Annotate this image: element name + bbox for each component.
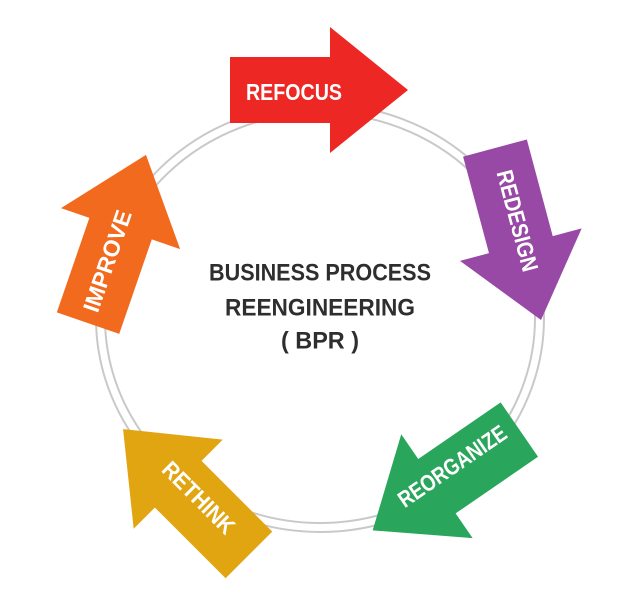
rethink-arrow-icon — [123, 429, 273, 579]
step-arrow-refocus: REFOCUS — [230, 27, 408, 153]
step-arrow-redesign: REDESIGN — [459, 139, 582, 320]
title-line-1: BUSINESS PROCESS — [209, 260, 431, 287]
refocus-arrow-icon — [230, 27, 408, 153]
title-line-2: REENGINEERING — [225, 295, 415, 322]
step-arrow-improve: IMPROVE — [56, 154, 181, 334]
diagram-title: BUSINESS PROCESS REENGINEERING ( BPR ) — [209, 260, 431, 355]
refocus-label: REFOCUS — [246, 79, 342, 105]
improve-arrow-icon — [56, 154, 181, 334]
step-arrow-rethink: RETHINK — [123, 429, 273, 579]
redesign-arrow-icon — [459, 139, 582, 320]
reorganize-arrow-icon — [372, 402, 539, 539]
title-line-3: ( BPR ) — [281, 328, 359, 355]
